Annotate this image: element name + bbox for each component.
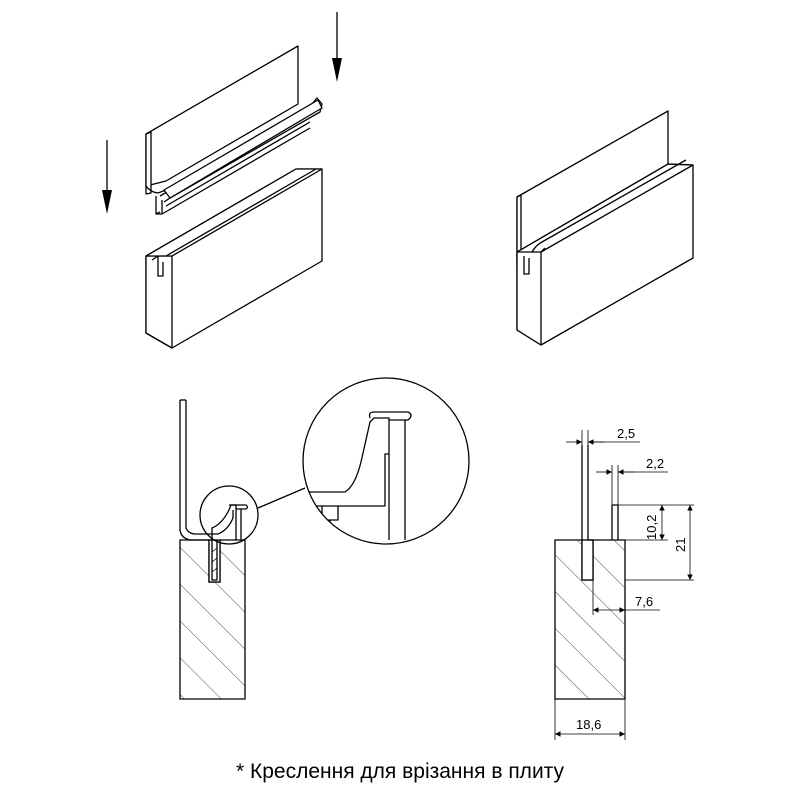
- profile-section: [179, 400, 237, 541]
- dim-board-thickness: 18,6: [576, 717, 601, 732]
- exploded-assembly-view: [102, 12, 342, 349]
- handle-profile-exploded: [145, 45, 323, 215]
- detail-callout-small: [199, 485, 259, 545]
- dim-profile-thickness: 2,5: [617, 426, 635, 441]
- board-exploded: [145, 168, 323, 349]
- caption-text: * Креслення для врізання в плиту: [235, 760, 565, 783]
- dim-profile-height: 21: [673, 538, 688, 552]
- magnified-detail-view: [302, 377, 470, 545]
- dim-lip-height: 10,2: [644, 515, 659, 540]
- dimension-drawing: 2,5 2,2 10,2 21 7,6 18,6: [554, 426, 694, 740]
- insert-arrow-right: [332, 12, 342, 82]
- insert-arrow-left: [102, 140, 112, 214]
- cross-section-view: [179, 399, 306, 700]
- dim-groove-depth: 7,6: [635, 594, 653, 609]
- dim-lip-thickness: 2,2: [646, 456, 664, 471]
- assembled-view: [516, 110, 694, 346]
